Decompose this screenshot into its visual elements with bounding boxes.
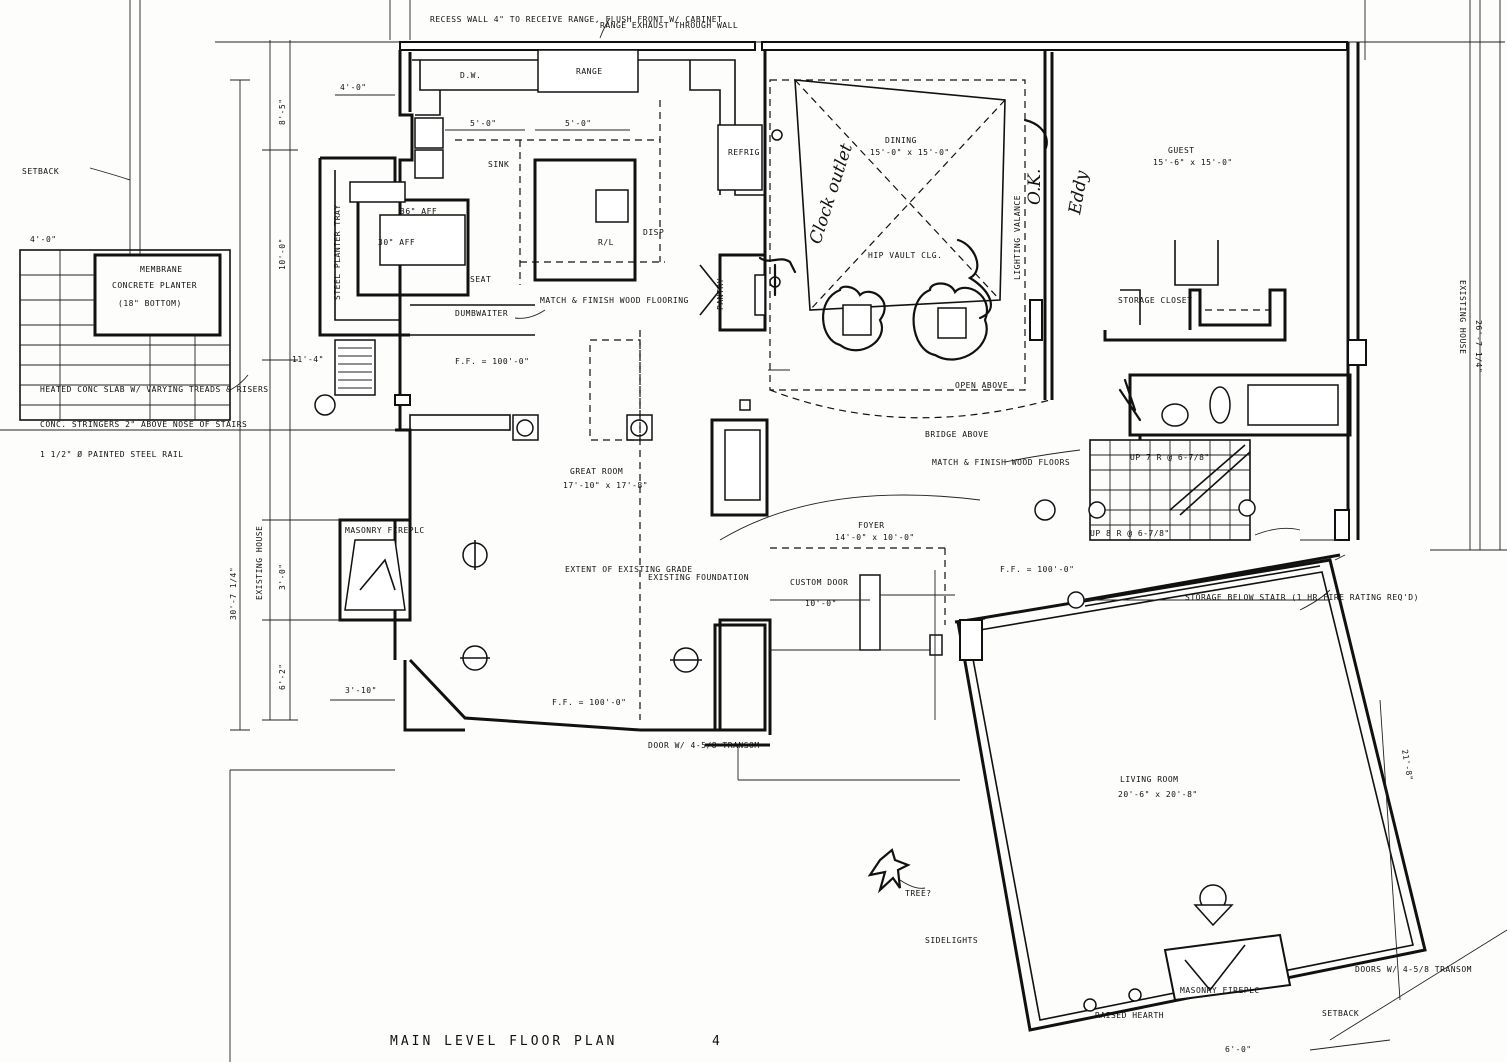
note-labels: SETBACK SETBACK RECESS WALL 4" TO RECEIV…: [22, 15, 1472, 1020]
exterior-walls: [393, 41, 1360, 747]
main-stair: [1034, 439, 1350, 609]
foyer-size: 14'-0" x 10'-0": [835, 533, 915, 542]
up-risers-note-2: UP 8 R @ 6-7/8": [1090, 529, 1170, 538]
sheet-title: MAIN LEVEL FLOOR PLAN: [390, 1034, 617, 1049]
entry-stair-treads: [338, 347, 372, 389]
great-room-details: [409, 330, 1051, 732]
up-risers-note: UP 7 R @ 6-7/8": [1130, 453, 1210, 462]
membrane-note: MEMBRANE: [140, 265, 183, 274]
concrete-planter-note: CONCRETE PLANTER: [112, 281, 197, 290]
west-porch: [19, 249, 411, 421]
dumbwaiter-note: DUMBWAITER: [455, 309, 508, 318]
handwritten-annotations: [758, 118, 1048, 297]
dim-hearth: 3'-10": [345, 686, 377, 695]
dining-name: DINING: [885, 136, 917, 145]
dim-kitchen-1: 5'-0": [470, 119, 497, 128]
setback-note-left: SETBACK: [22, 167, 59, 176]
planter-tray-label: STEEL PLANTER TRAY: [333, 204, 342, 300]
dim-left-overall: 30'-7 1/4": [229, 567, 238, 620]
open-above-note: OPEN ABOVE: [955, 381, 1008, 390]
bar-height-label: 36" AFF: [400, 207, 437, 216]
heated-slab-note: HEATED CONC SLAB W/ VARYING TREADS & RIS…: [40, 385, 269, 394]
living-room-name: LIVING ROOM: [1120, 775, 1178, 784]
custom-door-note: CUSTOM DOOR: [790, 578, 848, 587]
sidelights-note: SIDELIGHTS: [925, 936, 978, 945]
dining-room: [739, 79, 1043, 411]
dim-stair-width: 4'-0": [340, 83, 367, 92]
kitchen: [318, 49, 767, 337]
dishwasher-label: D.W.: [460, 71, 481, 80]
doors-transom-note: DOORS W/ 4-5/8 TRANSOM: [1355, 965, 1472, 974]
guest-size: 15'-6" x 15'-0": [1153, 158, 1233, 167]
range-exhaust-note: RANGE EXHAUST THROUGH WALL: [600, 21, 738, 30]
existing-house-left-label: EXISTING HOUSE: [255, 526, 264, 600]
stringers-note: CONC. STRINGERS 2" ABOVE NOSE OF STAIRS: [40, 420, 247, 429]
dim-left-3: 3'-0": [278, 563, 287, 590]
planter-bottom-note: (18" BOTTOM): [118, 299, 182, 308]
great-room-fireplace: [290, 518, 412, 622]
storage-closet-label: STORAGE CLOSET: [1118, 296, 1192, 305]
dim-left-2: 10'-0": [278, 238, 287, 270]
door-transom-note: DOOR W/ 4-5/8 TRANSOM: [648, 741, 760, 750]
dim-left-4: 6'-2": [278, 663, 287, 690]
dim-kitchen-2: 5'-0": [565, 119, 592, 128]
living-room-size: 20'-6" x 20'-8": [1118, 790, 1198, 799]
porch-steps: [20, 250, 230, 420]
sink-label: SINK: [488, 160, 509, 169]
room-labels: RANGE DINING 15'-0" x 15'-0" GUEST 15'-6…: [345, 67, 1260, 995]
great-room-size: 17'-10" x 17'-8": [563, 481, 648, 490]
ff-great-room: F.F. = 100'-0": [455, 357, 529, 366]
foyer-name: FOYER: [858, 521, 885, 530]
fridge-label: R/L: [598, 238, 614, 247]
sheet-title-block: MAIN LEVEL FLOOR PLAN 4: [390, 1034, 723, 1049]
dim-right-house: 26'-7 1/4": [1474, 320, 1483, 373]
existing-foundation-note: EXISTING FOUNDATION: [648, 573, 749, 582]
dim-step-note: 11'-4": [292, 355, 324, 364]
fireplace-label-left: MASONRY FIREPLC: [345, 526, 425, 535]
range-label: RANGE: [576, 67, 603, 76]
lighting-valance-note: LIGHTING VALANCE: [1013, 195, 1022, 280]
tree-note: TREE?: [905, 889, 932, 898]
refrig-label: REFRIG: [728, 148, 760, 157]
dim-living-side: 21'-8": [1400, 749, 1414, 782]
great-room-name: GREAT ROOM: [570, 467, 623, 476]
ff-foyer: F.F. = 100'-0": [1000, 565, 1074, 574]
guest-suite: [1103, 240, 1367, 440]
fireplace-label-bottom: MASONRY FIREPLC: [1180, 986, 1260, 995]
desk-height-label: 30" AFF: [378, 238, 415, 247]
sheet-number: 4: [712, 1034, 723, 1049]
hip-vault-note: HIP VAULT CLG.: [868, 251, 942, 260]
disposal-label: DISP: [643, 228, 664, 237]
bridge-above-note: BRIDGE ABOVE: [925, 430, 989, 439]
storage-below-note: STORAGE BELOW STAIR (1 HR FIRE RATING RE…: [1185, 593, 1419, 602]
seat-label: SEAT: [470, 275, 491, 284]
match-finish-note-2: MATCH & FINISH WOOD FLOORS: [932, 458, 1070, 467]
dimension-lines: [230, 0, 1481, 1051]
eddy-annotation: Eddy: [1065, 169, 1093, 217]
ff-bottom: F.F. = 100'-0": [552, 698, 626, 707]
guest-name: GUEST: [1168, 146, 1195, 155]
living-room-wing: [954, 554, 1427, 1032]
dim-top-left: 4'-0": [30, 235, 57, 244]
setback-note-bottom: SETBACK: [1322, 1009, 1359, 1018]
extent-grade-note: EXTENT OF EXISTING GRADE: [565, 565, 693, 574]
leader-lines: [89, 17, 1331, 889]
existing-house-right-label: EXISTING HOUSE: [1458, 280, 1467, 354]
pantry-label: PANTRY: [716, 278, 725, 310]
dim-foyer-width: 10'-0": [805, 599, 837, 608]
steel-rail-note: 1 1/2" Ø PAINTED STEEL RAIL: [40, 449, 184, 459]
raised-hearth-note: RAISED HEARTH: [1095, 1011, 1164, 1020]
ok-annotation: O.K.: [1025, 169, 1045, 205]
recess-wall-note: RECESS WALL 4" TO RECEIVE RANGE, FLUSH F…: [430, 15, 722, 24]
dim-bottom-6: 6'-0": [1225, 1045, 1252, 1054]
clock-outlet-annotation: Clock outlet: [806, 141, 857, 246]
misc-symbols: [867, 848, 1234, 1012]
dining-size: 15'-0" x 15'-0": [870, 148, 950, 157]
dim-left-1: 8'-5": [278, 98, 287, 125]
match-finish-note: MATCH & FINISH WOOD FLOORING: [540, 296, 689, 305]
foyer: [770, 547, 955, 656]
